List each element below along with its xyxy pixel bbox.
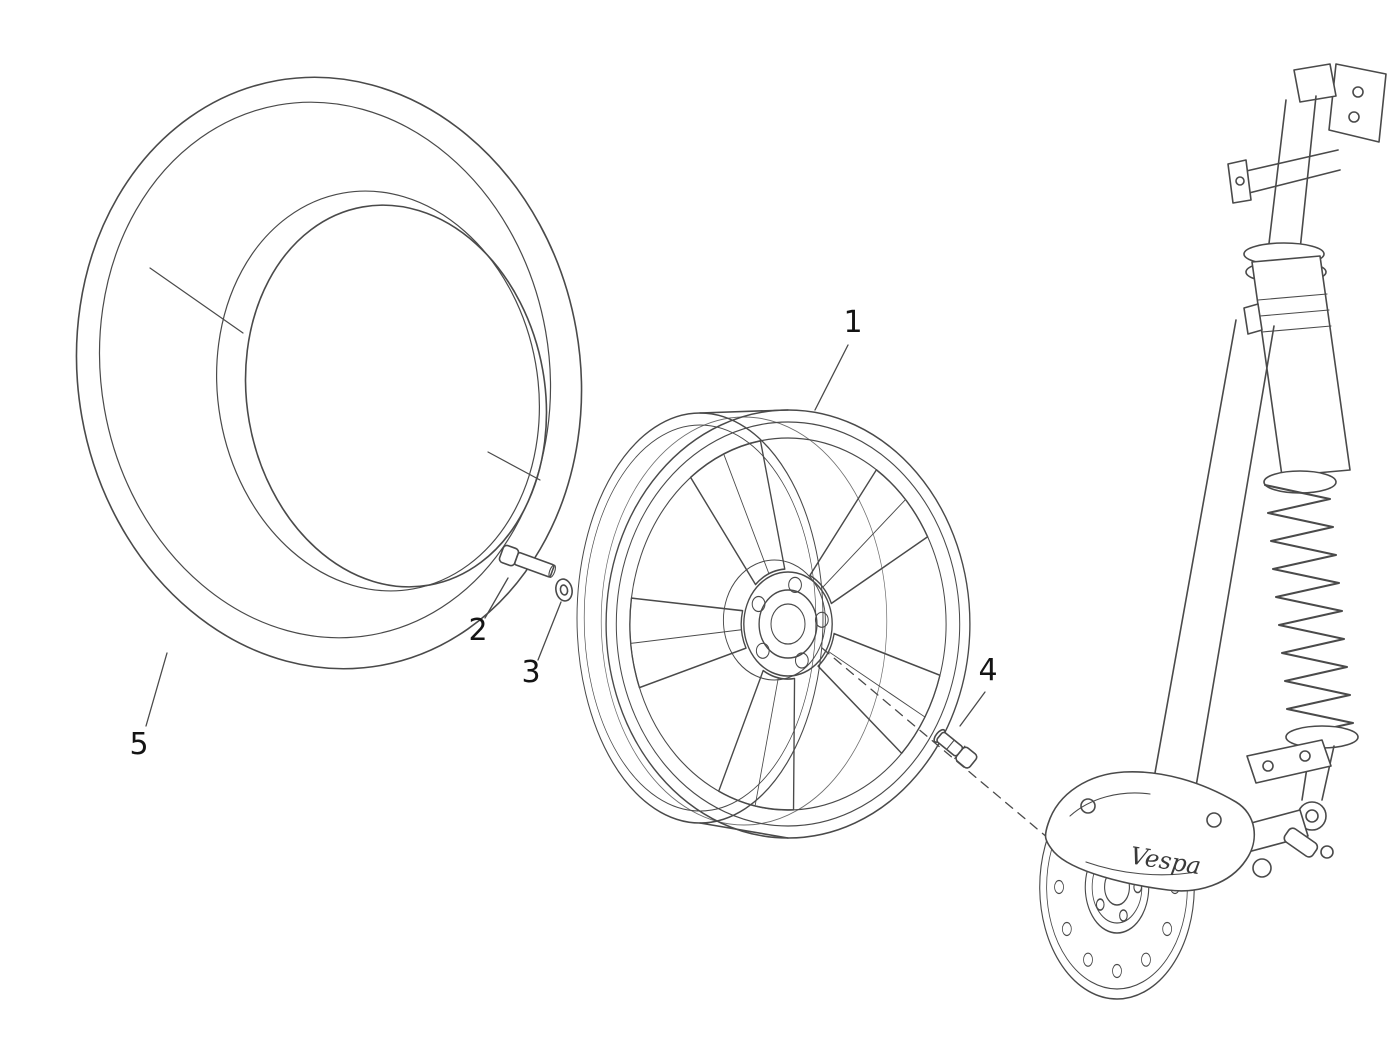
front-fork-assembly (1144, 63, 1387, 878)
tire-bead-outer (216, 190, 540, 592)
callouts: 1 2 3 4 5 (129, 305, 997, 762)
lower-brackets (1239, 739, 1334, 878)
steering-stem (1267, 95, 1317, 253)
tire (75, 76, 583, 670)
leader-line-5 (145, 652, 168, 727)
callout-label-2: 2 (468, 613, 487, 648)
tire-sidewall-crease (487, 451, 541, 481)
callout-label-4: 4 (978, 653, 997, 688)
brake-caliper: Vespa (1044, 770, 1255, 892)
callout-label-5: 5 (129, 727, 148, 762)
tire-bead-opening (244, 204, 548, 588)
tire-valve (933, 728, 978, 769)
wheel-rim (576, 409, 971, 839)
fender-bracket-arm (1227, 149, 1341, 204)
wheel-hub (722, 559, 833, 681)
top-bracket (1293, 63, 1387, 143)
rim-barrel-bottom-line (699, 822, 789, 839)
wheel-spokes (629, 440, 941, 811)
rim-front-outer-edge (605, 409, 971, 839)
tire-tread-shoulder (98, 101, 552, 639)
leader-line-3 (537, 601, 562, 661)
hub-stud-holes (751, 576, 829, 669)
rim-front-lip (615, 421, 961, 827)
callout-label-3: 3 (521, 655, 540, 690)
tire-outer-edge (75, 76, 583, 670)
leader-line-4 (959, 691, 986, 727)
shock-absorber-body (1243, 255, 1351, 477)
tire-sidewall-crease (149, 267, 244, 334)
rim-spoke-junction (629, 437, 947, 811)
shock-lower-mount (1297, 745, 1335, 831)
suspension-spring (1263, 470, 1359, 749)
rim-back-edge (576, 412, 824, 824)
axle-bolt (498, 544, 556, 578)
leader-line-1 (814, 344, 849, 411)
leader-line-2 (484, 577, 509, 619)
washer (555, 578, 573, 602)
callout-label-1: 1 (843, 305, 862, 340)
assembly-axis-dashed-line (821, 647, 1049, 839)
